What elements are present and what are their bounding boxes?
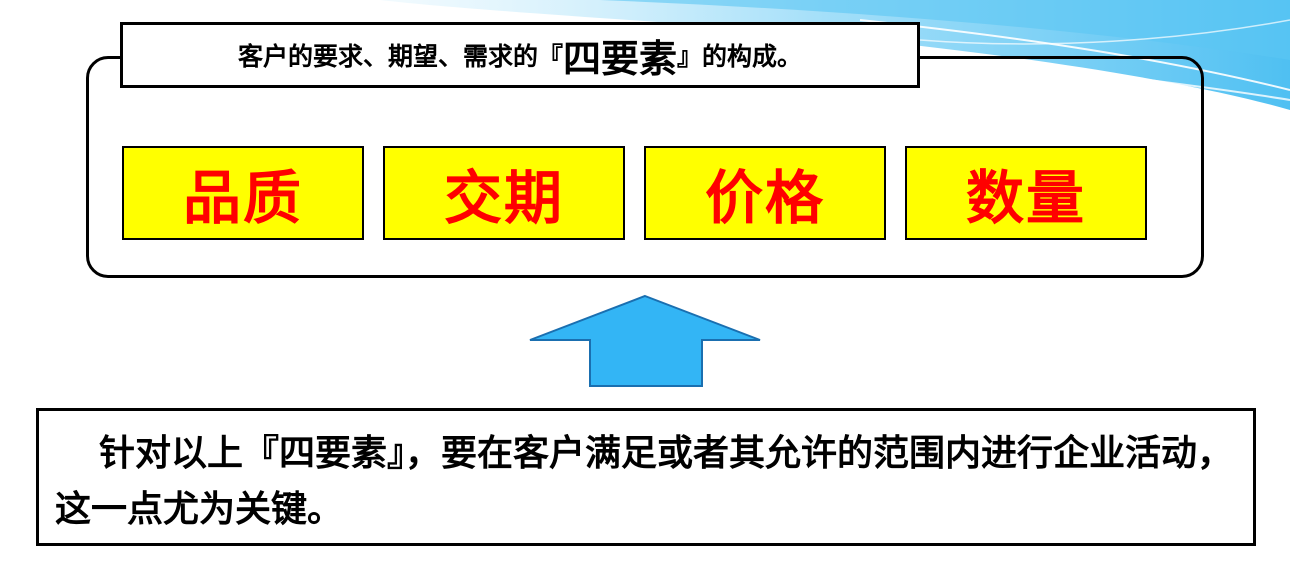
element-label: 品质 bbox=[182, 164, 303, 232]
swoosh-line bbox=[919, 19, 1290, 45]
title-suffix: 』的构成。 bbox=[677, 42, 803, 71]
element-quality: 品质 bbox=[122, 146, 364, 240]
swoosh-line bbox=[999, 59, 1290, 101]
element-label: 数量 bbox=[965, 164, 1086, 232]
element-price: 价格 bbox=[644, 146, 886, 240]
element-delivery: 交期 bbox=[383, 146, 625, 240]
summary-box: 针对以上『四要素』，要在客户满足或者其允许的范围内进行企业活动，这一点尤为关键。 bbox=[36, 408, 1256, 546]
summary-text: 针对以上『四要素』，要在客户满足或者其允许的范围内进行企业活动，这一点尤为关键。 bbox=[55, 432, 1234, 530]
title-emphasis: 四要素 bbox=[562, 35, 677, 81]
four-elements-title: 客户的要求、期望、需求的『四要素』的构成。 bbox=[120, 22, 920, 88]
swoosh-shape bbox=[600, 0, 1290, 60]
element-quantity: 数量 bbox=[905, 146, 1147, 240]
element-label: 交期 bbox=[443, 164, 564, 232]
element-label: 价格 bbox=[704, 164, 825, 232]
title-prefix: 客户的要求、期望、需求的『 bbox=[237, 42, 563, 71]
